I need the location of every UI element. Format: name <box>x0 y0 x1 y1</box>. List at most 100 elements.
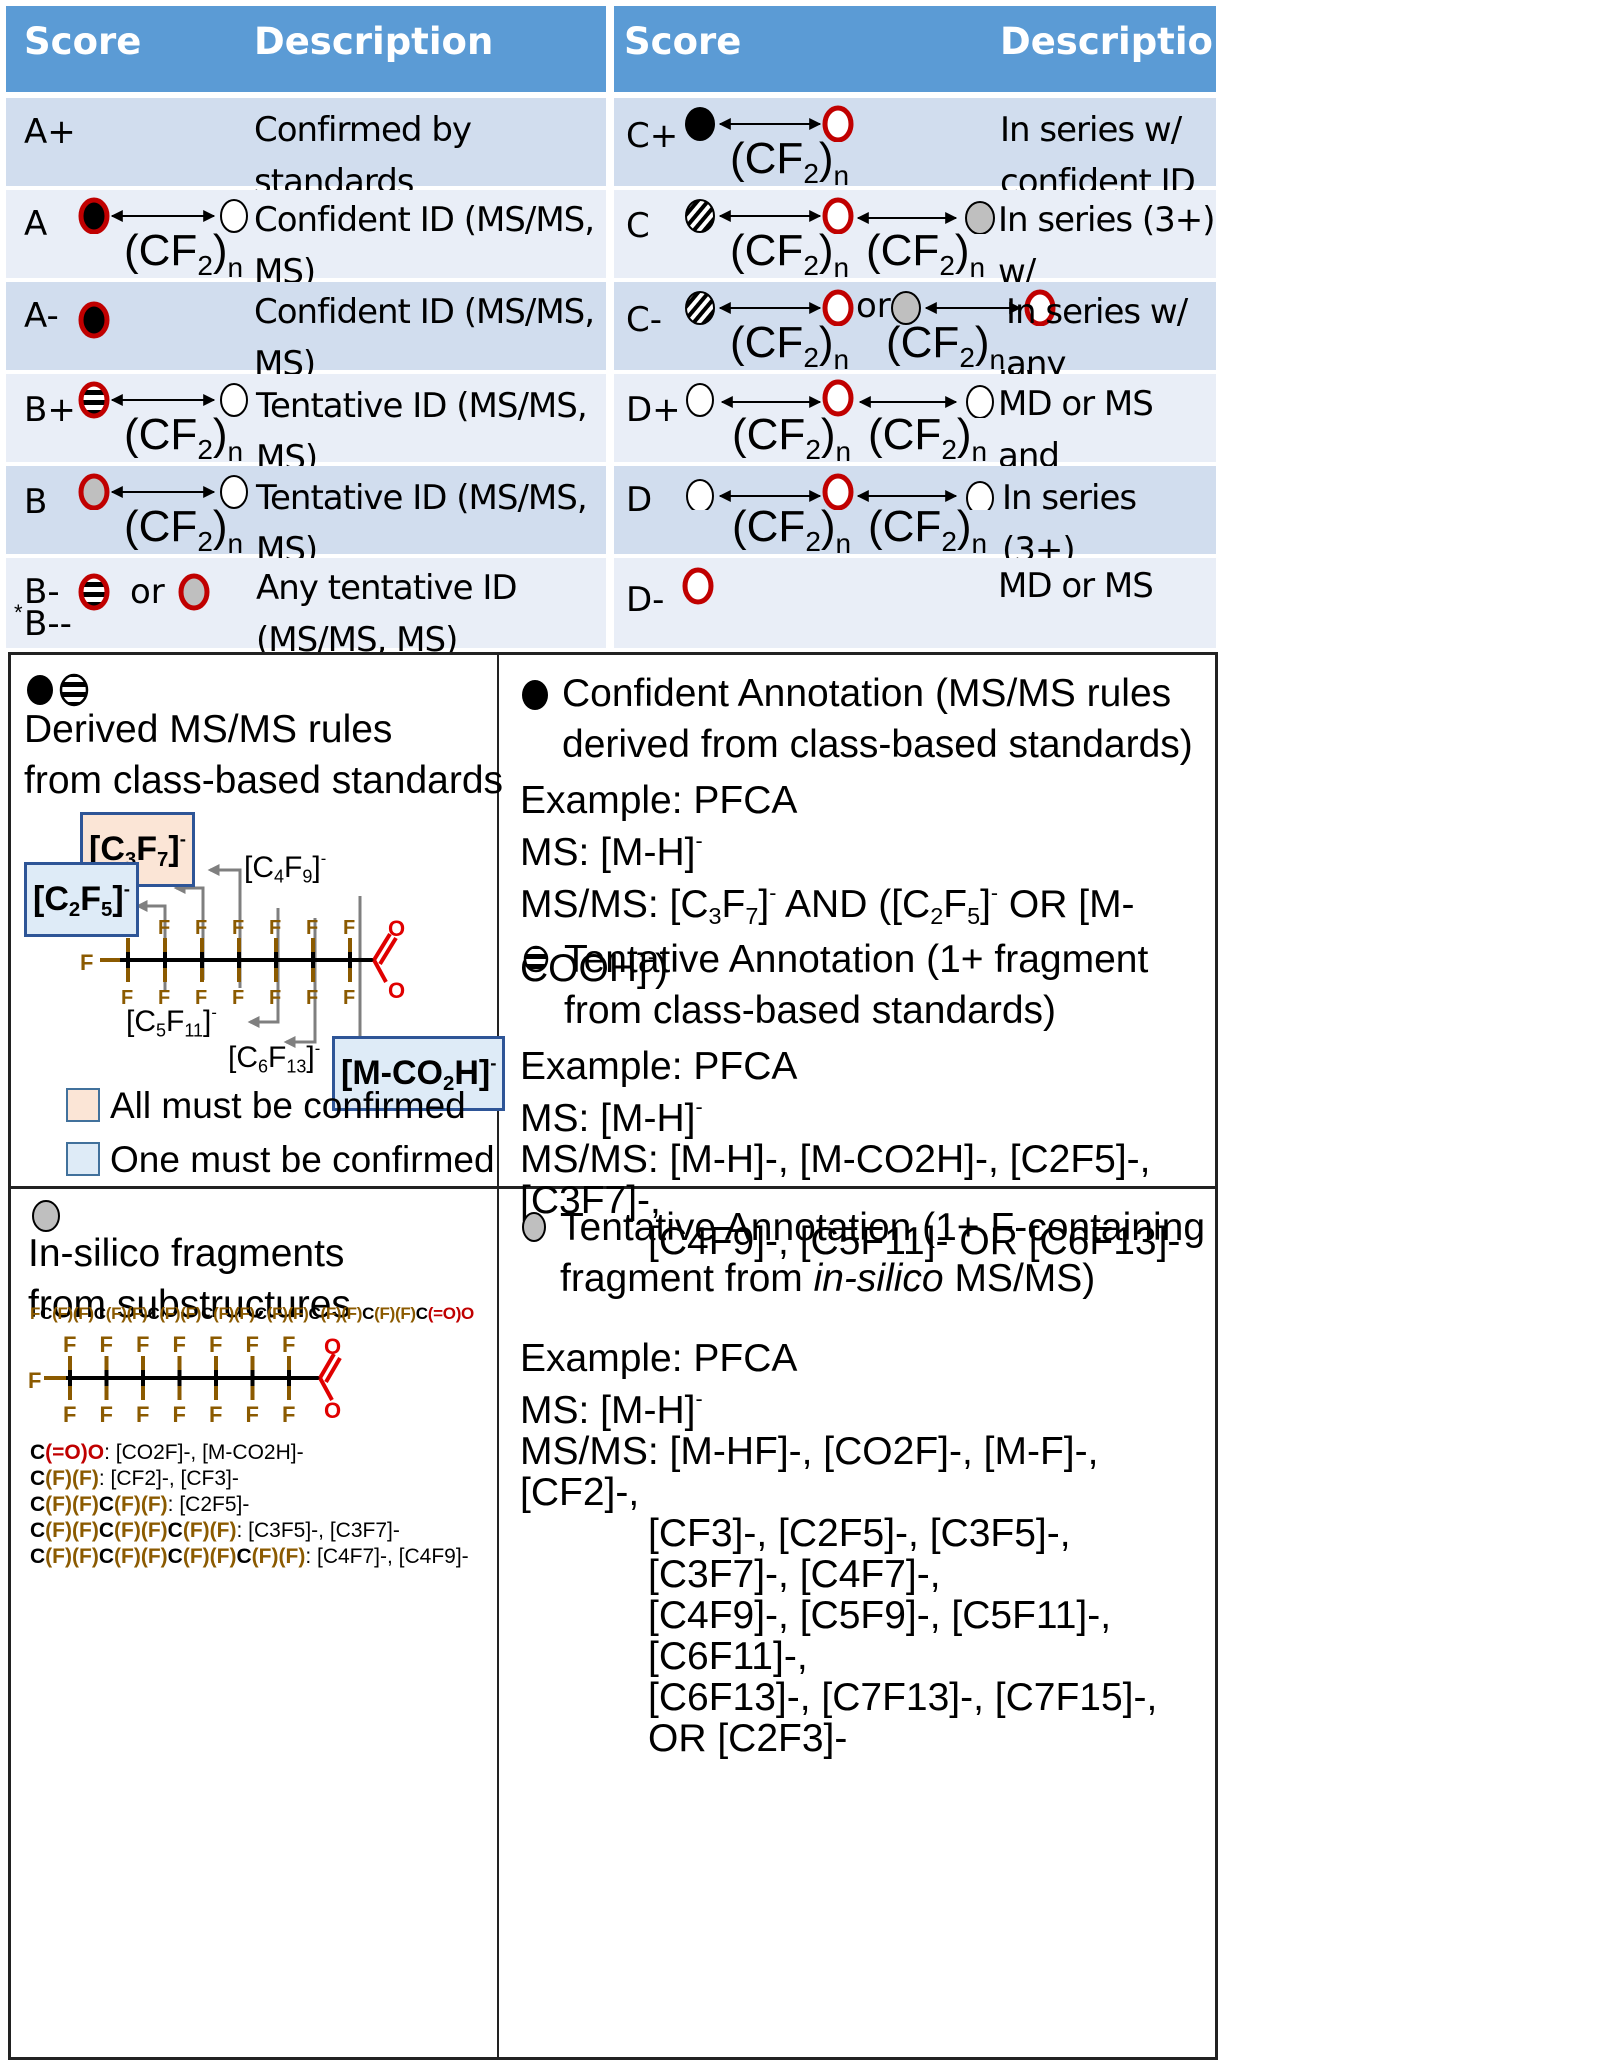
oxygen-atom: O <box>388 978 405 1003</box>
legend-label-one: One must be confirmed <box>110 1139 495 1180</box>
confident-annotation-icon <box>78 197 110 234</box>
ms-rule: MS: [M-H]- <box>520 829 703 875</box>
candidate-icon <box>822 289 854 326</box>
fluorine-atom: F <box>232 987 244 1009</box>
section-title-line: Confident Annotation (MS/MS rules <box>562 672 1172 715</box>
cf2-label: (CF2)n <box>732 410 852 467</box>
msms-rule: MS/MS: [M-H]-, [M-CO2H]-, [C2F5]-, [C3F7… <box>520 1138 1151 1223</box>
candidate-icon <box>822 197 854 234</box>
fragment-mco2h-label: [M-CO2H]- <box>332 1036 506 1112</box>
msms-rule: MS/MS: [M-HF]-, [CO2F]-, [M-F]-, [CF2]-, <box>520 1430 1099 1515</box>
example-label: Example: PFCA <box>520 779 798 822</box>
desc-line: MD or MS <box>998 566 1154 606</box>
msms-rule-continued: [C6F13]-, [C7F13]-, [C7F15]-, OR [C2F3]- <box>648 1676 1158 1761</box>
series-diagram <box>685 197 995 234</box>
score-label: C- <box>626 300 663 340</box>
fluorine-atom: F <box>158 987 170 1009</box>
tentative-insilico-annotation-icon <box>965 201 995 234</box>
fluorine-atom: F <box>282 1402 295 1427</box>
fluorine-atom: F <box>269 987 281 1009</box>
row-a: A (CF2)n Confident ID (MS/MS, MS) and se… <box>6 190 606 344</box>
fluorine-atom: F <box>282 1332 295 1357</box>
legend-panel <box>8 652 1218 2060</box>
fragment-c4f9-label: [C4F9]- <box>244 850 327 887</box>
fluorine-atom: F <box>209 1332 222 1357</box>
candidate-icon <box>682 567 714 605</box>
oxygen-atom: O <box>324 1398 341 1423</box>
fluorine-atom: F <box>158 917 170 939</box>
fluorine-atom: F <box>209 1402 222 1427</box>
cf2-label: (CF2)n <box>730 226 850 283</box>
substructure-row: C(F)(F)C(F)(F): [C2F5]- <box>30 1493 250 1516</box>
substructure-row: C(F)(F)C(F)(F)C(F)(F)C(F)(F): [C4F7]-, [… <box>30 1545 469 1568</box>
fluorine-atom: F <box>80 950 93 975</box>
header-score: Score <box>624 20 742 63</box>
panel-title-line: from class-based standards <box>24 759 504 802</box>
tentative-class-annotation-icon <box>59 673 89 707</box>
confident-annotation-icon <box>685 107 715 141</box>
tentative-insilico-annotation-icon <box>522 1212 546 1242</box>
score-label: C+ <box>626 116 679 156</box>
fluorine-atom: F <box>343 917 355 939</box>
score-label: A+ <box>24 112 76 152</box>
fluorine-atom: F <box>63 1402 76 1427</box>
desc-line: Tentative ID (MS/MS, MS) <box>256 386 588 478</box>
fragment-c2f5-label: [C2F5]- <box>24 862 139 938</box>
section-title-line: derived from class-based standards) <box>562 723 1193 766</box>
row-d-plus: D+ (CF2)n (CF2)n MD or MS and in series … <box>614 374 1216 528</box>
candidate-icon <box>1024 289 1056 326</box>
cf2-label: (CF2)n <box>124 502 244 559</box>
row-c-minus: C- or (CF2)n (CF2)n In series w/ any ten… <box>614 282 1216 436</box>
desc-line: In series w/ <box>1006 292 1188 332</box>
right-table-header: Score Description <box>614 6 1239 92</box>
panel-title-line: from substructures <box>28 1283 351 1326</box>
fluorine-atom: F <box>246 1332 259 1357</box>
ms-rule: MS: [M-H]- <box>520 1095 703 1141</box>
series-member-icon <box>686 383 714 417</box>
row-b-plus: B+ (CF2)n Tentative ID (MS/MS, MS) and s… <box>6 374 606 530</box>
substructure-row: C(F)(F)C(F)(F)C(F)(F): [C3F5]-, [C3F7]- <box>30 1519 400 1542</box>
panel-title-line: In-silico fragments <box>28 1232 345 1275</box>
row-c: C (CF2)n (CF2)n In series (3+) w/ any te… <box>614 190 1216 396</box>
header-description: Description <box>1000 20 1240 63</box>
left-table-header: Score Description <box>6 6 606 92</box>
series-diagram <box>78 197 248 234</box>
substructure-list: C(=O)O: [CO2F]-, [M-CO2H]- C(F)(F): [CF2]… <box>30 1440 469 1570</box>
oxygen-atom: O <box>388 916 405 941</box>
fluorine-atom: F <box>306 917 318 939</box>
fluorine-atom: F <box>195 917 207 939</box>
fluorine-atom: F <box>306 987 318 1009</box>
score-label: C <box>626 206 650 246</box>
substructure-row: C(F)(F): [CF2]-, [CF3]- <box>30 1467 239 1490</box>
desc-line: Any tentative ID <box>256 568 518 608</box>
series-diagram <box>78 473 248 510</box>
desc-line: In series (3+) w/ <box>998 200 1216 292</box>
series-diagram <box>78 381 248 419</box>
confident-annotation-icon <box>78 301 110 339</box>
score-label: B- <box>24 572 60 612</box>
panel-title-line: Derived MS/MS rules <box>24 708 393 751</box>
msms-rule-continued: [CF3]-, [C2F5]-, [C3F5]-, [C3F7]-, [C4F7… <box>648 1512 1071 1597</box>
substructure-row: C(=O)O: [CO2F]-, [M-CO2H]- <box>30 1441 304 1464</box>
tentative-insilico-annotation-icon <box>32 1200 60 1232</box>
legend-swatch-one <box>66 1142 100 1176</box>
fluorine-atom: F <box>28 1368 41 1393</box>
series-member-icon <box>686 479 714 510</box>
series-member-icon <box>220 475 248 509</box>
fluorine-atom: F <box>136 1332 149 1357</box>
panel-divider-vertical <box>497 652 499 2060</box>
or-label: or <box>130 572 165 612</box>
score-label: D- <box>626 580 665 620</box>
msms-rule-continued: [C4F9]-, [C5F9]-, [C5F11]-, [C6F11]-, <box>648 1594 1112 1679</box>
series-diagram <box>685 289 1056 326</box>
series-diagram <box>685 105 854 142</box>
series-member-icon <box>966 385 994 418</box>
score-label: D+ <box>626 390 681 430</box>
cf2-label: (CF2)n <box>866 226 986 283</box>
oxygen-atom: O <box>324 1334 341 1359</box>
series-diagram <box>686 473 994 510</box>
score-label-secondary: B-- <box>24 604 72 644</box>
tentative-any-annotation-icon <box>685 199 715 233</box>
score-label: D <box>626 480 653 520</box>
